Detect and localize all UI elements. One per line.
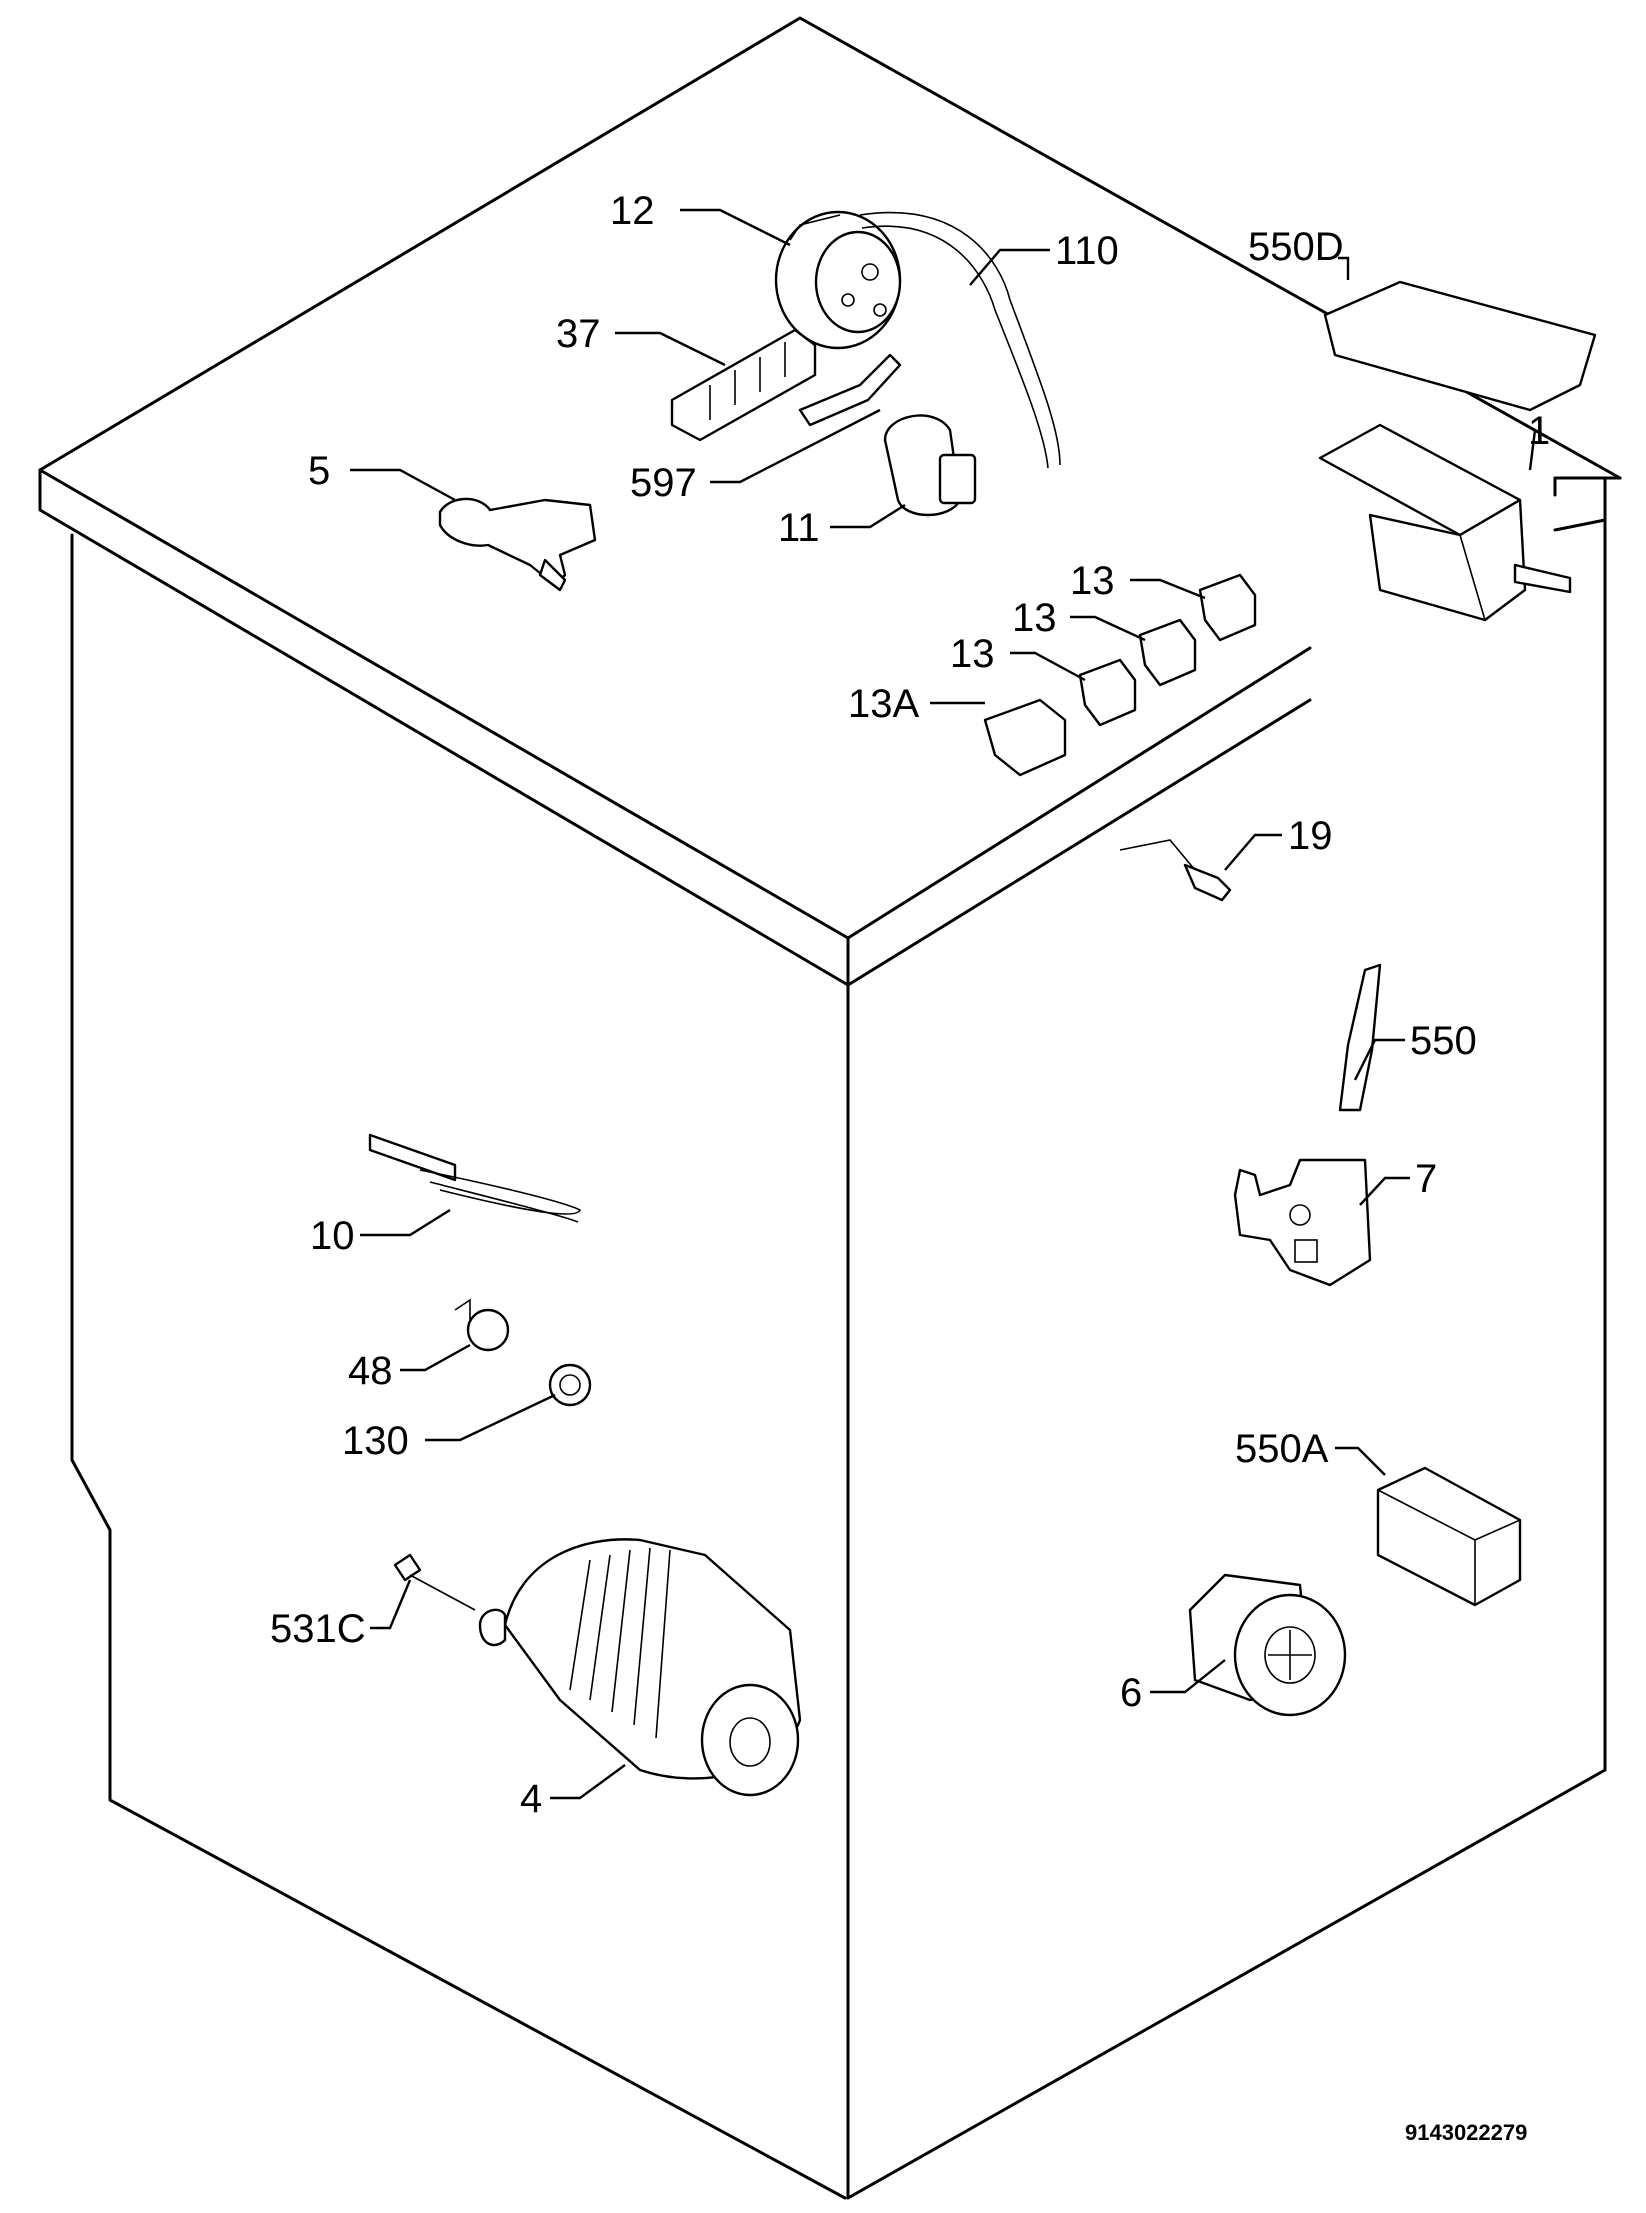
label-5: 5	[308, 449, 330, 493]
connector-part-3	[1078, 658, 1137, 727]
label-13-a: 13	[1070, 559, 1115, 603]
pressure-switch-part	[774, 210, 902, 350]
label-550D: 550D	[1248, 225, 1344, 269]
callout-labels: 12 110 550D 37 1 5 597 11 13 13 13 13A 1…	[270, 189, 1550, 1821]
heating-element-part	[368, 1133, 582, 1223]
label-12: 12	[610, 189, 655, 233]
connector-part-2	[1138, 618, 1197, 687]
document-code: 9143022279	[1405, 2120, 1527, 2145]
label-37: 37	[556, 312, 601, 356]
leader-lines	[350, 208, 1537, 1800]
label-11: 11	[778, 506, 820, 550]
motor-part	[478, 1538, 802, 1797]
label-13A: 13A	[848, 682, 919, 726]
programmer-timer-part	[1318, 423, 1572, 622]
label-550A: 550A	[1235, 1427, 1329, 1471]
label-10: 10	[310, 1214, 355, 1258]
cover-part	[1323, 280, 1597, 412]
door-lock-wire-part	[1338, 963, 1382, 1112]
terminal-block-part	[670, 328, 817, 442]
capacitor-part	[883, 414, 977, 517]
label-7: 7	[1415, 1157, 1437, 1201]
door-lock-part	[1233, 1158, 1372, 1287]
label-13-c: 13	[950, 632, 995, 676]
thermostat-part	[454, 1298, 510, 1352]
connector-part-1	[1198, 573, 1257, 642]
label-4: 4	[520, 1777, 542, 1821]
screw-part	[393, 1553, 476, 1611]
drain-pump-part	[1188, 1573, 1347, 1717]
label-597: 597	[630, 461, 697, 505]
label-531C: 531C	[270, 1607, 366, 1651]
label-550: 550	[1410, 1019, 1477, 1063]
pump-cover-part	[1376, 1466, 1522, 1607]
label-130: 130	[342, 1419, 409, 1463]
label-110: 110	[1055, 229, 1119, 273]
hose-part	[859, 211, 1061, 469]
label-48: 48	[348, 1349, 393, 1393]
clip-part	[798, 353, 902, 427]
nut-part	[548, 1363, 592, 1407]
connector-part-13a	[983, 698, 1067, 777]
inlet-valve-part	[438, 497, 597, 592]
label-1: 1	[1528, 409, 1550, 453]
sensor-part	[1119, 839, 1232, 902]
label-6: 6	[1120, 1671, 1142, 1715]
label-19: 19	[1288, 814, 1333, 858]
label-13-b: 13	[1012, 596, 1057, 640]
